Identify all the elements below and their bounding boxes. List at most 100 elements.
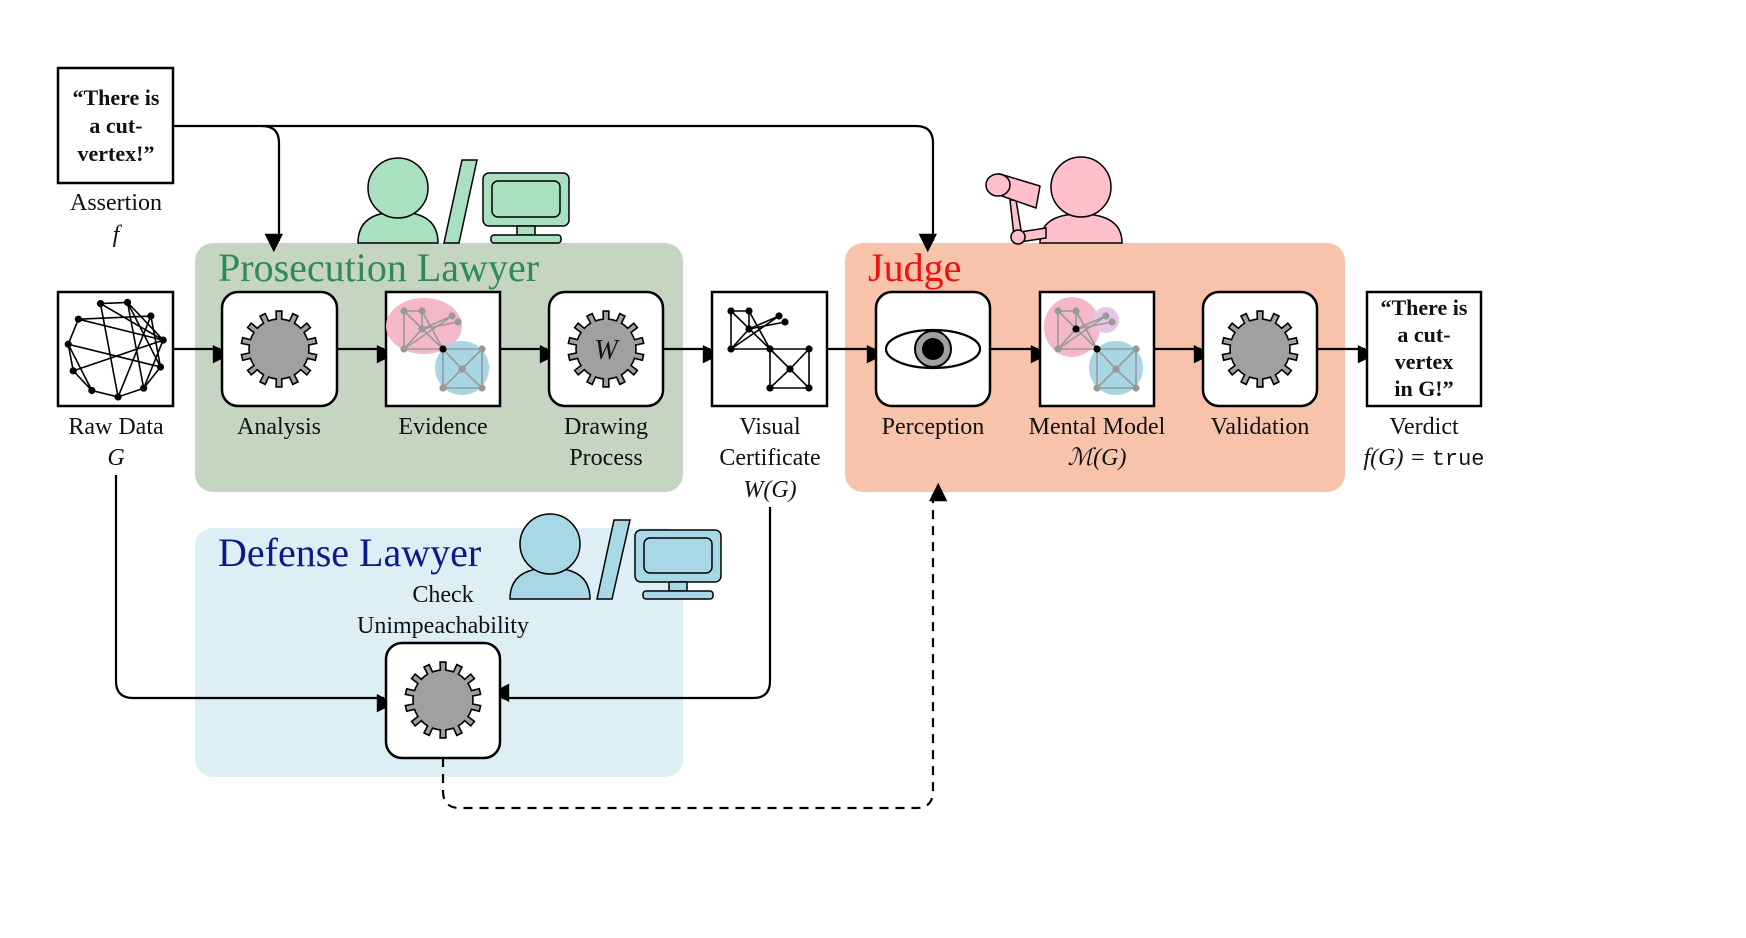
graph-edge — [78, 318, 164, 341]
computer-icon — [482, 172, 570, 244]
assertion-label: Assertion — [70, 190, 162, 216]
mental-model-symbol: ℳ(G) — [1068, 445, 1127, 471]
graph-edge — [143, 366, 162, 389]
perception-label: Perception — [882, 414, 985, 440]
verdict-formula: f(G) = true — [1364, 445, 1485, 472]
graph-edge — [730, 315, 780, 350]
raw-to-defense-arrow — [114, 475, 396, 713]
graph-edge — [78, 315, 151, 320]
computer-icon — [634, 529, 722, 600]
graph-edge — [1096, 348, 1117, 370]
graph-edge — [461, 368, 483, 389]
defense-title: Defense Lawyer — [218, 530, 481, 575]
graph-edge — [1115, 368, 1137, 389]
graph-edge — [1115, 348, 1137, 370]
graph-node — [123, 298, 132, 306]
prosecution-title: Prosecution Lawyer — [218, 245, 539, 290]
graph-edge — [126, 302, 162, 368]
mental-model-graph-icon — [1044, 297, 1143, 395]
defense-step-label: Unimpeachability — [357, 613, 529, 639]
graph-node — [400, 307, 408, 315]
graph-edge — [421, 321, 459, 330]
assertion-line: vertex!” — [78, 141, 155, 166]
graph-node — [88, 386, 96, 395]
graph-edge — [117, 315, 152, 398]
graph-node — [805, 345, 813, 353]
assertion-to-judge-arrow — [262, 124, 937, 253]
graph-node — [439, 345, 447, 353]
verdict-line: a cut- — [1397, 322, 1450, 347]
slash-icon — [443, 159, 478, 244]
evidence-graph-icon — [386, 298, 489, 395]
validation-label: Validation — [1211, 414, 1310, 440]
graph-node — [454, 318, 462, 326]
graph-edge — [1075, 315, 1107, 330]
graph-edge — [117, 387, 144, 398]
graph-node — [69, 367, 77, 375]
graph-edge — [403, 328, 423, 350]
graph-node — [1054, 307, 1062, 315]
graph-edge — [126, 301, 164, 341]
graph-edge — [67, 344, 75, 371]
graph-node — [781, 318, 789, 326]
graph-edge — [99, 303, 119, 398]
verdict-line: in G!” — [1394, 376, 1453, 401]
verdict-line: “There is — [1381, 295, 1468, 320]
drawing-label: Process — [569, 445, 642, 471]
judge-title: Judge — [868, 245, 961, 290]
graph-node — [786, 365, 794, 373]
gear-icon — [240, 310, 318, 388]
graph-edge — [442, 348, 463, 370]
graph-node — [1072, 307, 1080, 315]
gear-icon — [567, 310, 645, 388]
graph-edge — [1075, 321, 1113, 330]
graph-node — [1093, 345, 1101, 353]
graph-edge — [1057, 315, 1107, 350]
raw-data-symbol: G — [107, 445, 124, 471]
certificate-symbol: W(G) — [743, 477, 796, 503]
graph-node — [448, 312, 456, 320]
graph-edge — [72, 339, 164, 372]
analysis-label: Analysis — [237, 414, 321, 440]
graph-node — [156, 363, 165, 371]
evidence-label: Evidence — [398, 414, 487, 440]
graph-node — [805, 384, 813, 392]
graph-edge — [1057, 328, 1077, 350]
graph-edge — [442, 368, 463, 389]
raw-graph-icon — [64, 298, 167, 401]
verdict-box — [1365, 290, 1483, 408]
assertion-line: “There is — [73, 85, 160, 110]
defense-step-label: Check — [412, 582, 473, 608]
graph-node — [1108, 318, 1116, 326]
graph-node — [775, 312, 783, 320]
graph-node — [439, 384, 447, 392]
graph-node — [1132, 384, 1140, 392]
graph-node — [1072, 325, 1080, 333]
assertion-to-analysis-arrow — [173, 124, 283, 253]
telescope-icon — [985, 173, 1047, 245]
graph-node — [159, 336, 167, 344]
graph-node — [147, 312, 155, 320]
graph-node — [766, 345, 774, 353]
graph-node — [140, 384, 148, 392]
defense-person-icon — [509, 513, 591, 600]
raw-data-label: Raw Data — [68, 414, 164, 440]
graph-edge — [748, 315, 780, 330]
verdict-label: Verdict — [1389, 414, 1459, 440]
assertion-line: a cut- — [89, 113, 142, 138]
eye-icon — [884, 328, 982, 370]
graph-node — [458, 365, 466, 373]
graph-node — [745, 307, 753, 315]
assertion-symbol: f — [113, 222, 123, 248]
graph-edge — [769, 348, 791, 370]
drawing-label: Drawing — [564, 414, 648, 440]
assertion-box — [56, 66, 175, 185]
graph-edge — [748, 321, 786, 330]
verdict-line: vertex — [1395, 349, 1454, 374]
gear-icon — [404, 661, 482, 739]
graph-node — [1054, 345, 1062, 353]
gear-icon — [1221, 310, 1299, 388]
graph-node — [745, 325, 753, 333]
verdict-formula-text: f(G) = — [1364, 445, 1432, 471]
graph-edge — [68, 343, 161, 368]
